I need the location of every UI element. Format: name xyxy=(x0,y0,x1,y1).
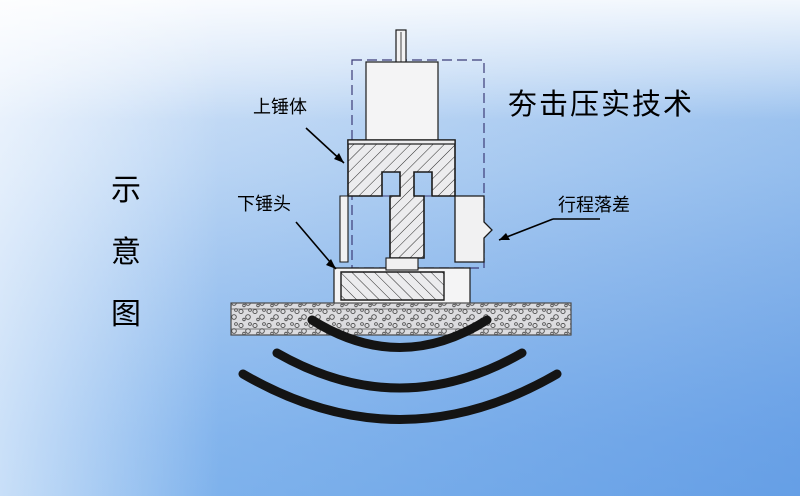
ground-layer xyxy=(230,302,572,336)
left-side-block xyxy=(339,195,349,263)
label-lower-hammer-head: 下锤头 xyxy=(237,194,291,215)
stroke-step-block xyxy=(454,195,493,263)
leader-lines xyxy=(295,127,600,270)
shock-wave-arcs xyxy=(238,315,562,424)
page-title: 夯击压实技术 xyxy=(508,87,695,121)
side-title: 示意图 xyxy=(111,173,141,332)
upper-hammer-body xyxy=(347,139,456,259)
cylinder-shell xyxy=(365,61,439,145)
lower-hammer-head xyxy=(333,257,471,305)
label-upper-hammer: 上锤体 xyxy=(253,97,307,118)
label-stroke-drop: 行程落差 xyxy=(558,195,630,216)
